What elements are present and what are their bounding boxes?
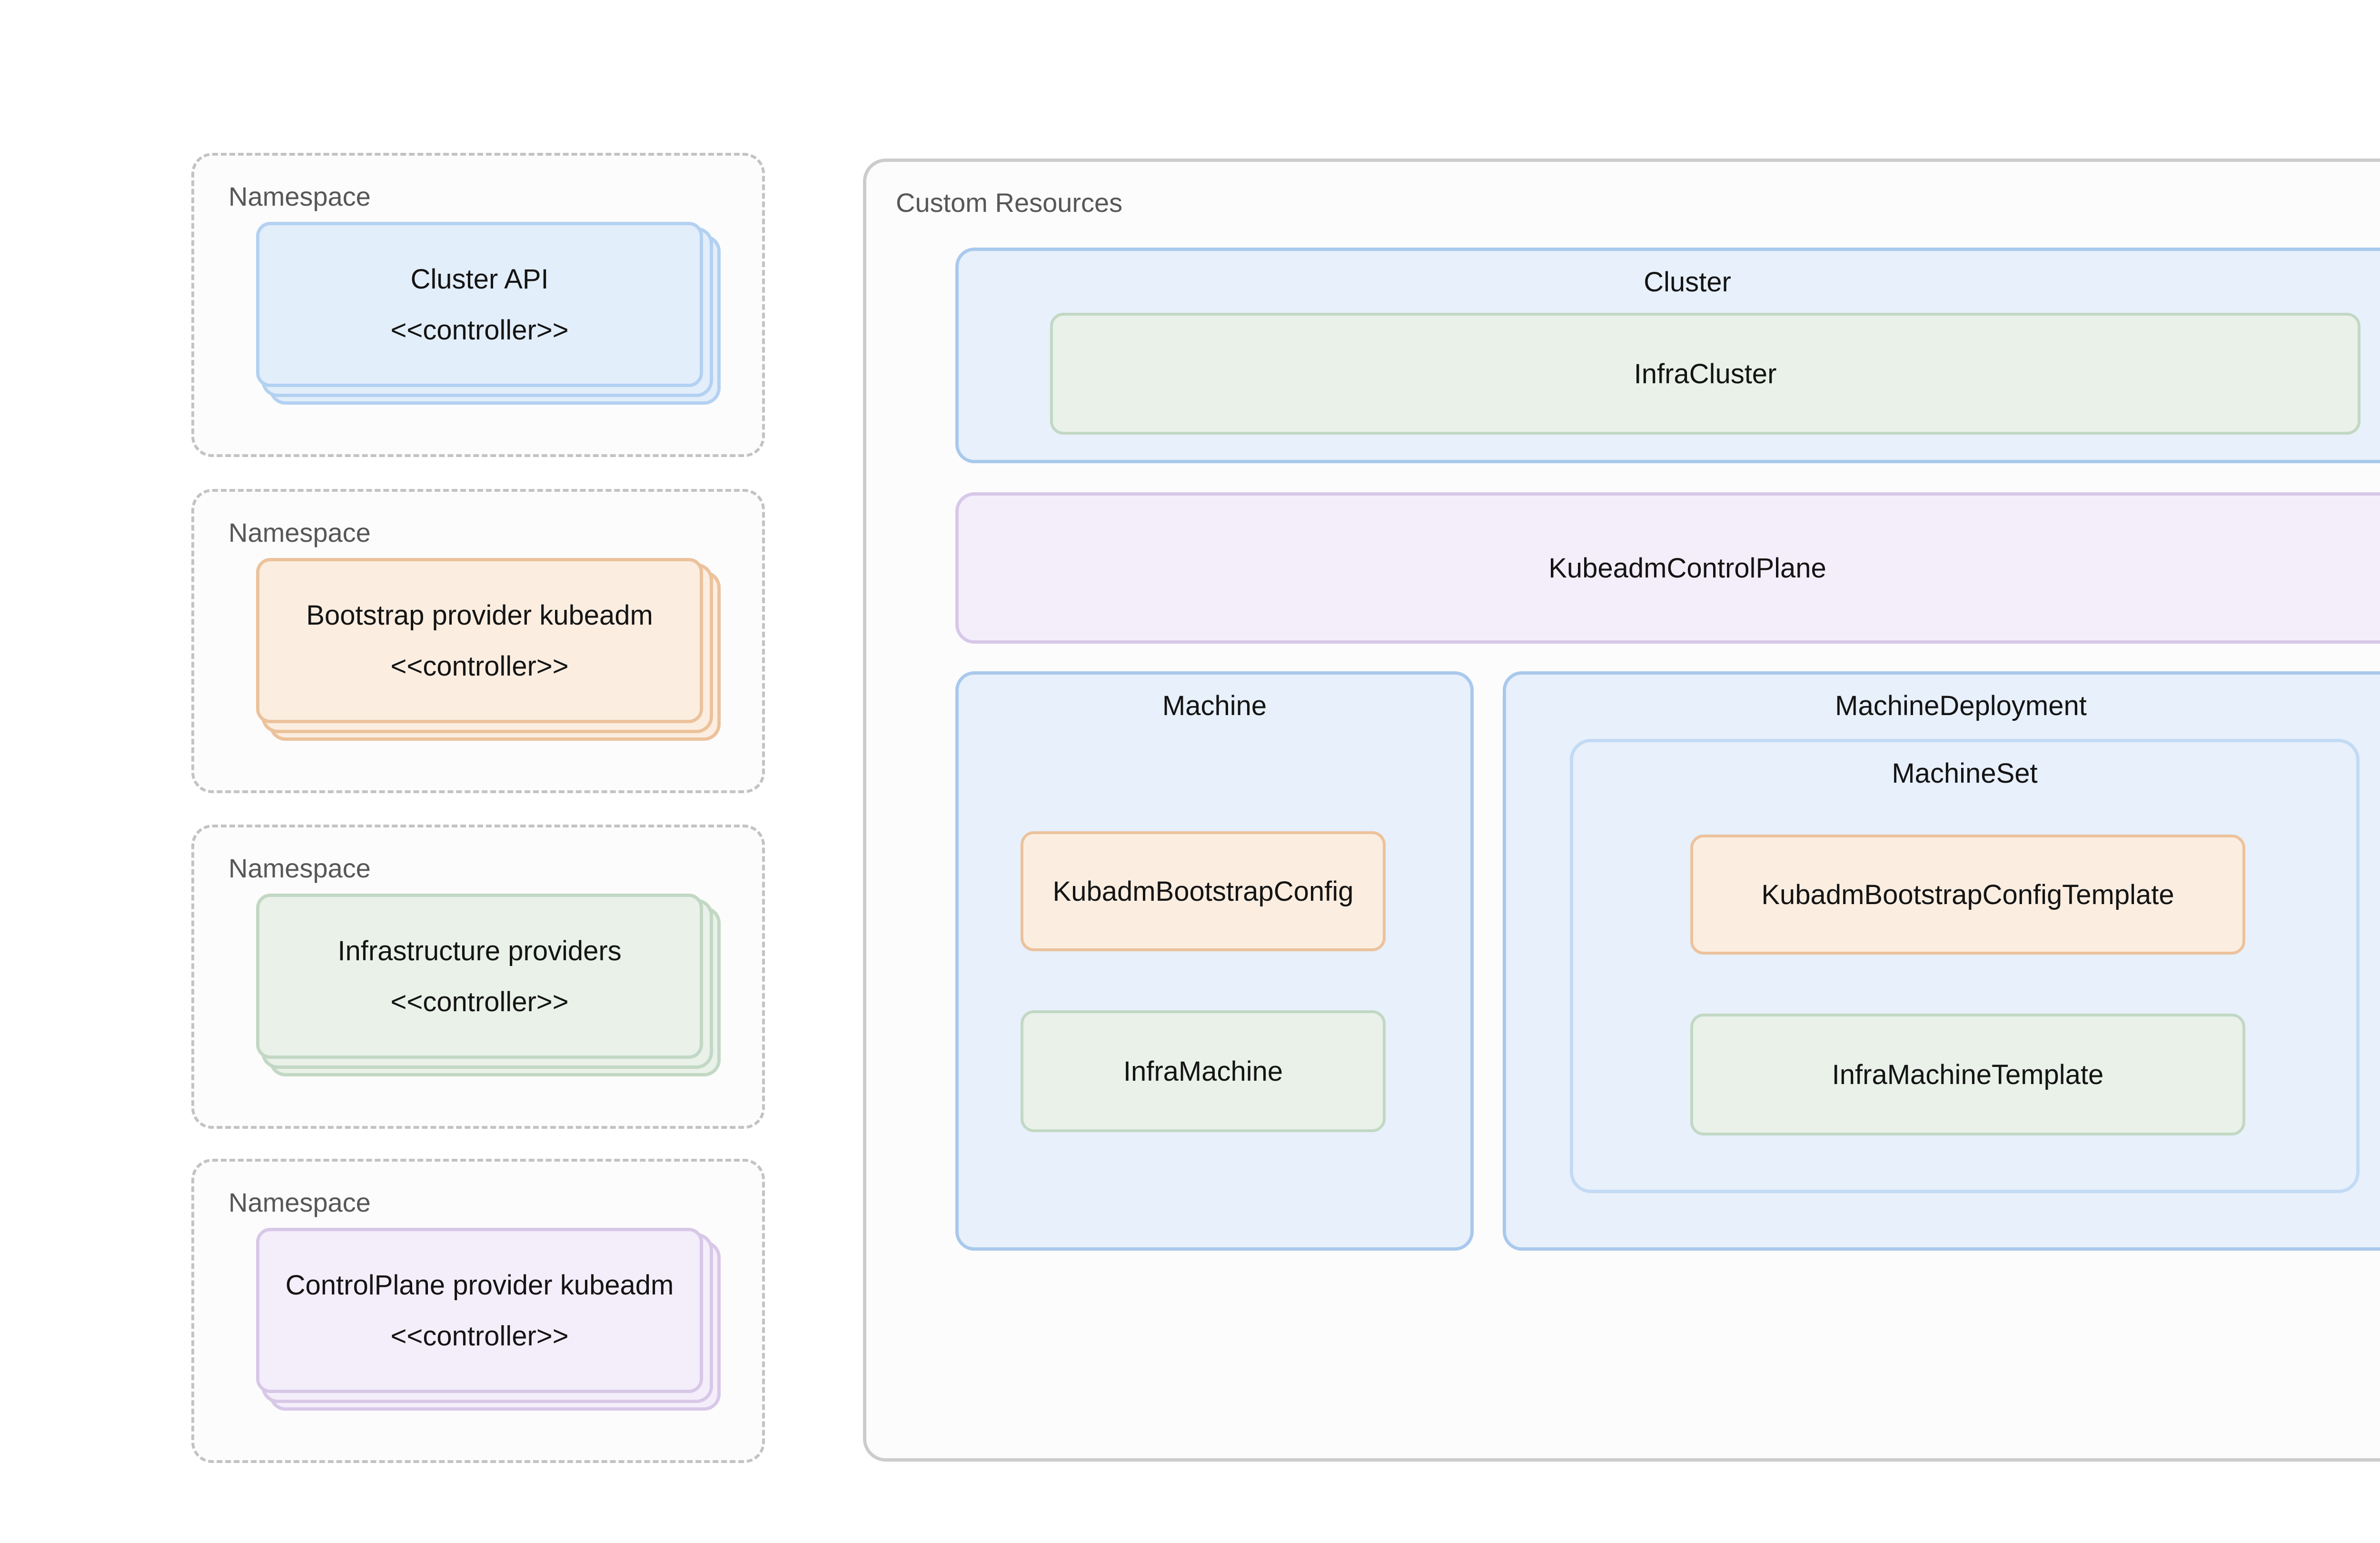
namespace-box-controlplane-provider: Namespace ControlPlane provider kubeadm … bbox=[191, 1159, 765, 1463]
machine-resource-box: Machine KubadmBootstrapConfig InfraMachi… bbox=[955, 671, 1474, 1251]
namespace-box-bootstrap-provider: Namespace Bootstrap provider kubeadm <<c… bbox=[191, 489, 765, 793]
kubadm-bootstrap-config-label: KubadmBootstrapConfig bbox=[1052, 876, 1354, 907]
controller-card-title: Infrastructure providers bbox=[337, 935, 622, 966]
controller-card-stereotype: <<controller>> bbox=[390, 986, 569, 1017]
controller-card-controlplane-provider: ControlPlane provider kubeadm <<controll… bbox=[256, 1228, 703, 1393]
infra-cluster-label: InfraCluster bbox=[1634, 358, 1777, 389]
controller-card-title: Cluster API bbox=[410, 263, 549, 295]
namespace-box-cluster-api: Namespace Cluster API <<controller>> bbox=[191, 153, 765, 457]
infra-machine-template-resource: InfraMachineTemplate bbox=[1690, 1014, 2245, 1135]
infra-machine-label: InfraMachine bbox=[1123, 1055, 1283, 1087]
controller-card-stereotype: <<controller>> bbox=[390, 1320, 569, 1352]
controller-card-title: ControlPlane provider kubeadm bbox=[285, 1269, 674, 1301]
cluster-resource-title: Cluster bbox=[1644, 267, 1731, 298]
kubadm-bootstrap-config-template-label: KubadmBootstrapConfigTemplate bbox=[1761, 879, 2174, 910]
controller-card-bootstrap-provider: Bootstrap provider kubeadm <<controller>… bbox=[256, 558, 703, 723]
controller-card-title: Bootstrap provider kubeadm bbox=[306, 599, 653, 631]
controller-card-stereotype: <<controller>> bbox=[390, 314, 569, 346]
controller-card-cluster-api: Cluster API <<controller>> bbox=[256, 222, 703, 387]
machine-deployment-title: MachineDeployment bbox=[1835, 690, 2087, 721]
controller-card-infrastructure-providers: Infrastructure providers <<controller>> bbox=[256, 894, 703, 1059]
cluster-resource-box: Cluster InfraCluster bbox=[955, 248, 2380, 463]
namespace-label: Namespace bbox=[228, 853, 371, 883]
kubeadm-control-plane-resource: KubeadmControlPlane bbox=[955, 492, 2380, 644]
namespace-box-infrastructure-providers: Namespace Infrastructure providers <<con… bbox=[191, 825, 765, 1129]
infra-cluster-resource: InfraCluster bbox=[1050, 313, 2360, 435]
infra-machine-resource: InfraMachine bbox=[1021, 1010, 1386, 1132]
namespace-label: Namespace bbox=[228, 1187, 371, 1217]
machine-deployment-resource-box: MachineDeployment MachineSet KubadmBoots… bbox=[1503, 671, 2380, 1251]
machine-set-title: MachineSet bbox=[1892, 758, 2038, 789]
controller-card-stereotype: <<controller>> bbox=[390, 650, 569, 682]
machine-resource-title: Machine bbox=[1162, 690, 1267, 721]
custom-resources-panel: Custom Resources Cluster InfraCluster Ku… bbox=[863, 159, 2380, 1462]
kubadm-bootstrap-config-template-resource: KubadmBootstrapConfigTemplate bbox=[1690, 835, 2245, 955]
machine-set-resource-box: MachineSet KubadmBootstrapConfigTemplate… bbox=[1570, 739, 2360, 1193]
kubadm-bootstrap-config-resource: KubadmBootstrapConfig bbox=[1021, 831, 1386, 951]
namespace-label: Namespace bbox=[228, 181, 371, 211]
infra-machine-template-label: InfraMachineTemplate bbox=[1832, 1059, 2104, 1090]
custom-resources-label: Custom Resources bbox=[896, 188, 1123, 218]
namespace-label: Namespace bbox=[228, 518, 371, 548]
kubeadm-control-plane-label: KubeadmControlPlane bbox=[1548, 552, 1826, 584]
